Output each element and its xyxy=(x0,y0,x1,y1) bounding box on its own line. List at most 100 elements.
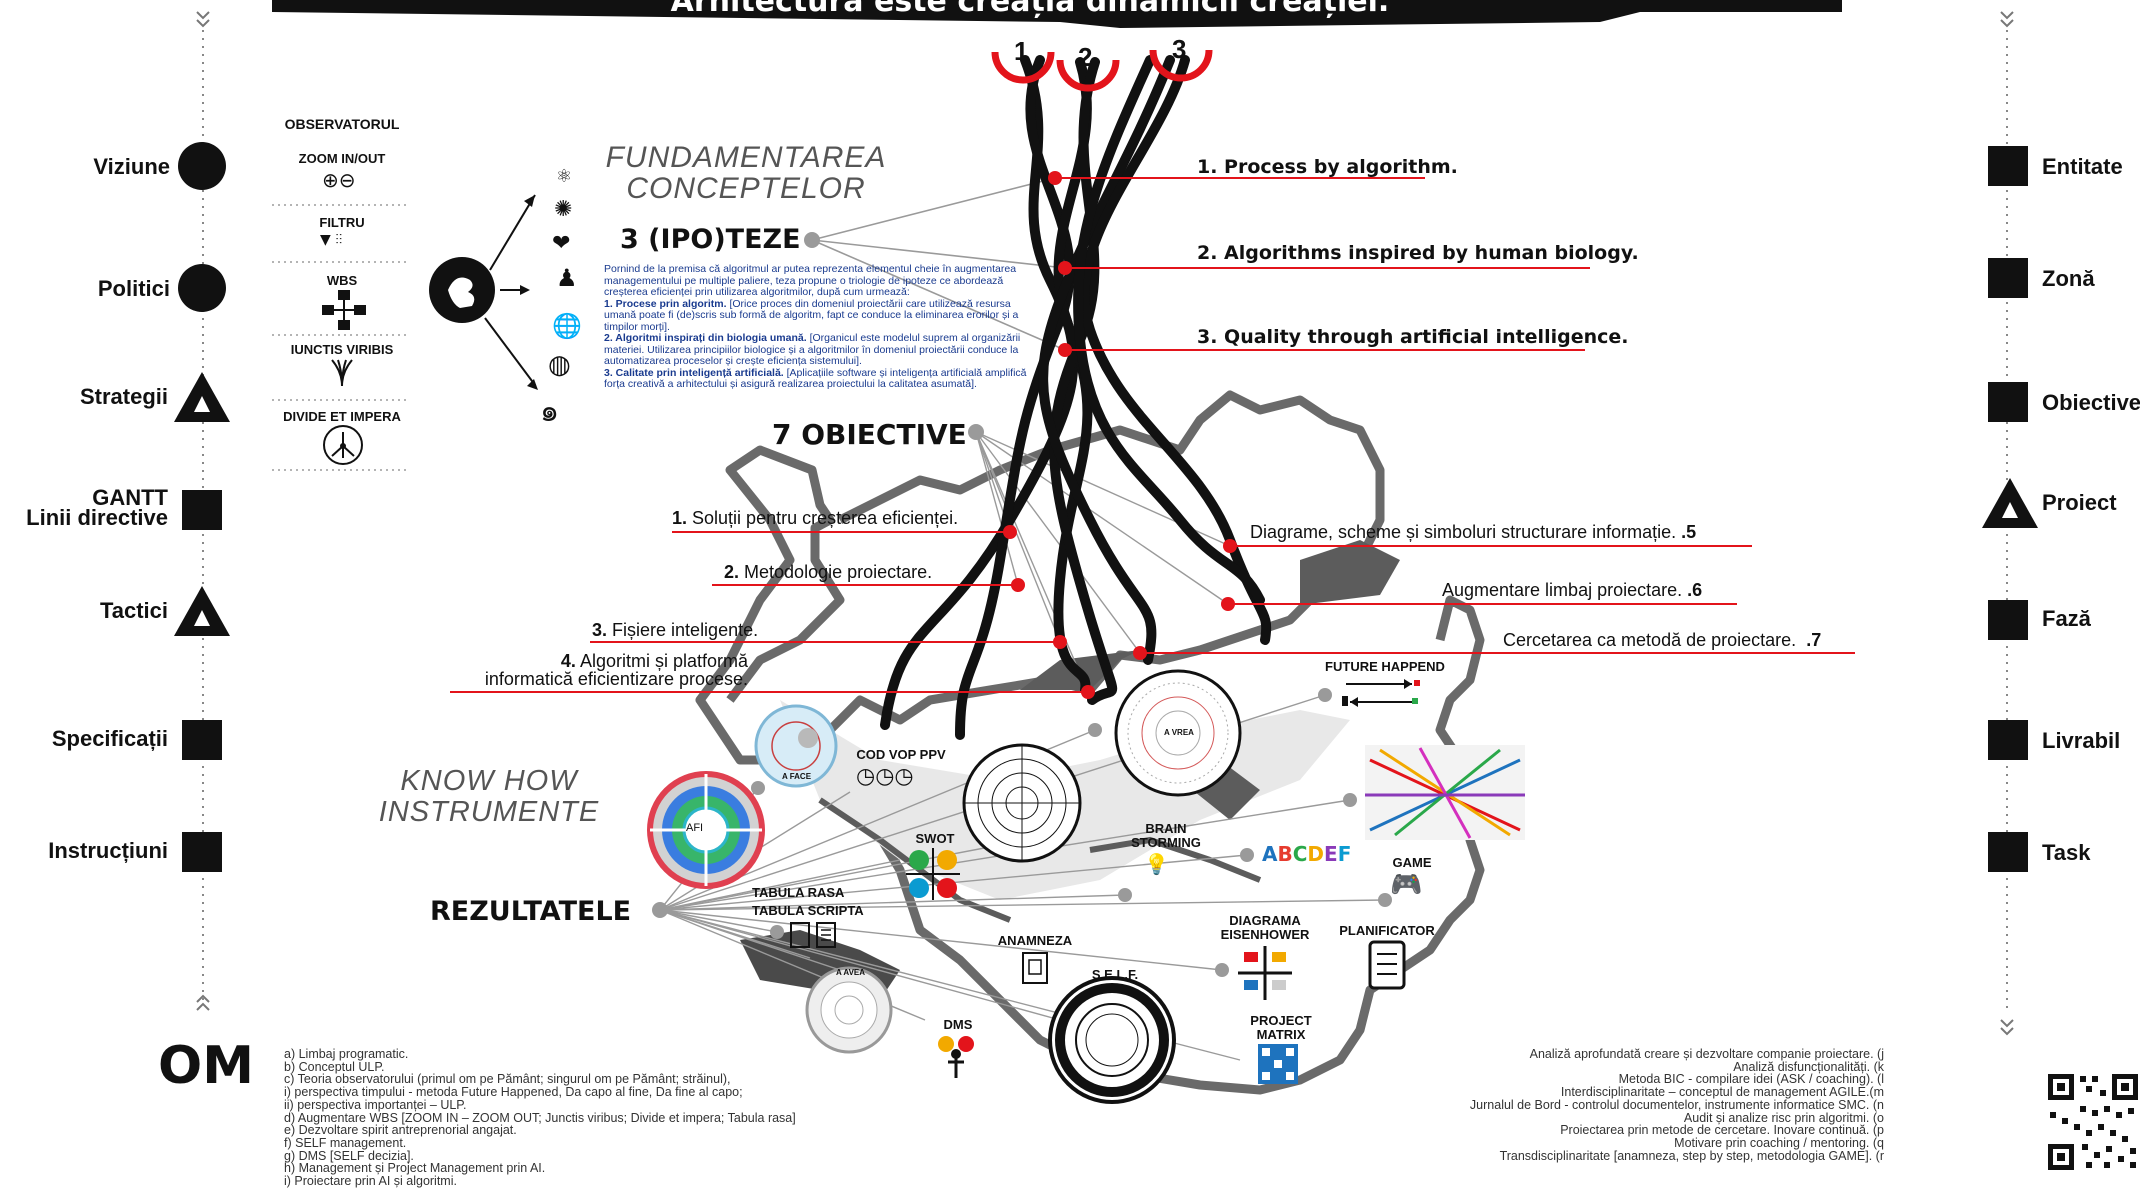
triangle-icon[interactable] xyxy=(172,370,232,429)
left-nav-label-instructiuni[interactable]: Instrucțiuni xyxy=(48,838,168,863)
hypothesis-connectors xyxy=(811,177,1066,351)
right-nav-label-proiect[interactable]: Proiect xyxy=(2042,490,2117,515)
virus-icon: ✺ xyxy=(554,196,573,221)
eisenhower-label: DIAGRAMA EISENHOWER xyxy=(1220,913,1310,942)
anamneza-label: ANAMNEZA xyxy=(997,933,1073,948)
square-icon[interactable] xyxy=(182,720,222,760)
right-nav-label-obiective[interactable]: Obiective xyxy=(2042,390,2140,415)
heart-icon: ❤ xyxy=(552,230,571,255)
triangle-icon[interactable] xyxy=(172,584,232,643)
left-nav-label-tactici[interactable]: Tactici xyxy=(99,598,168,623)
swot-label: SWOT xyxy=(915,831,955,846)
hypothesis-1: 1. Process by algorithm. xyxy=(1197,156,1458,178)
divide-icon[interactable] xyxy=(322,424,364,471)
square-icon[interactable] xyxy=(1988,382,2028,422)
square-icon[interactable] xyxy=(1988,146,2028,186)
banner-title: Arhitectura este creația dinamicii creaț… xyxy=(670,0,1390,19)
left-nav-label-viziune[interactable]: Viziune xyxy=(93,154,170,179)
planner-icon xyxy=(1368,940,1406,995)
tool-filter-label: FILTRU xyxy=(319,215,365,230)
self-wheel xyxy=(1048,976,1176,1104)
qr-code-icon[interactable] xyxy=(2046,1072,2140,1177)
left-nav-label-strategii[interactable]: Strategii xyxy=(79,384,168,409)
right-nav-label-faza[interactable]: Fază xyxy=(2042,606,2091,631)
dms-label: DMS xyxy=(943,1017,973,1032)
red-nodes xyxy=(1003,171,1237,699)
right-nav-label-task[interactable]: Task xyxy=(2042,840,2091,865)
clock-icon: ◷◷◷ xyxy=(856,764,914,789)
swot-icon xyxy=(906,848,960,905)
tabula-rasa-label: TABULA RASA xyxy=(752,885,845,900)
document-icon xyxy=(1022,952,1048,989)
square-icon[interactable] xyxy=(182,490,222,530)
self-label: S.E.L.F. xyxy=(1091,967,1139,982)
abcdef-label: ABCDEF xyxy=(1262,842,1352,866)
filter-icon[interactable]: ▼ ⫶⫶ xyxy=(320,232,343,248)
lightbulb-icon: 💡 xyxy=(1144,854,1169,876)
circle-icon[interactable] xyxy=(178,264,226,312)
square-icon[interactable] xyxy=(1988,600,2028,640)
project-matrix-label: PROJECT MATRIX xyxy=(1250,1013,1312,1042)
tool-divide-label: DIVIDE ET IMPERA xyxy=(283,409,401,424)
atom-icon: ⚛ xyxy=(556,166,573,186)
planificator-label: PLANIFICATOR xyxy=(1339,923,1435,938)
notes-left: a) Limbaj programatic. b) Conceptul ULP.… xyxy=(284,1047,796,1189)
knowhow-heading: KNOW HOW INSTRUMENTE xyxy=(378,765,600,828)
dms-icon xyxy=(936,1034,978,1085)
objective-2: 2. Metodologie proiectare. xyxy=(724,562,933,582)
red-underlines xyxy=(450,177,1855,693)
galaxy-icon: ๑ xyxy=(540,394,560,429)
avrea-label: A VREA xyxy=(1164,728,1194,737)
afi-wheel xyxy=(647,771,765,889)
objective-3: 3. Fișiere inteligente. xyxy=(592,620,759,640)
left-nav-label-politici[interactable]: Politici xyxy=(97,276,170,301)
matrix-icon xyxy=(1258,1044,1298,1089)
zoom-icon[interactable]: ⊕⊖ xyxy=(322,168,356,192)
circle-icon[interactable] xyxy=(178,142,226,190)
aavea-disc xyxy=(805,966,893,1054)
future-label: FUTURE HAPPEND xyxy=(1325,659,1445,674)
aface-label: A FACE xyxy=(782,772,812,781)
observer-separators xyxy=(272,204,410,471)
planet-icon: ◍ xyxy=(548,350,571,380)
person-icon: ♟ xyxy=(556,265,578,292)
triangle-icon[interactable] xyxy=(1980,476,2040,535)
right-nav-label-livrabil[interactable]: Livrabil xyxy=(2042,728,2121,753)
square-icon[interactable] xyxy=(1988,832,2028,872)
root-label-2: 2 xyxy=(1078,42,1093,72)
objective-5: Diagrame, scheme și simboluri structurar… xyxy=(1250,522,1697,542)
root-label-3: 3 xyxy=(1172,34,1187,64)
gamepad-icon: 🎮 xyxy=(1390,870,1423,900)
merge-icon[interactable] xyxy=(330,358,354,393)
tool-zoom-label: ZOOM IN/OUT xyxy=(298,151,386,166)
aface-disc xyxy=(754,704,838,788)
square-icon[interactable] xyxy=(1988,720,2028,760)
objective-6: Augmentare limbaj proiectare. .6 xyxy=(1442,580,1703,600)
observer-title: OBSERVATORUL xyxy=(284,116,400,132)
brainstorming-label: BRAIN STORMING xyxy=(1131,821,1201,850)
left-nav-label-specificatii[interactable]: Specificații xyxy=(51,726,168,751)
right-nav-label-entitate[interactable]: Entitate xyxy=(2042,154,2123,179)
root-arches xyxy=(991,49,1213,92)
objective-7: Cercetarea ca metodă de proiectare. .7 xyxy=(1503,630,1822,650)
eisenhower-icon xyxy=(1238,946,1292,1005)
hypothesis-2: 2. Algorithms inspired by human biology. xyxy=(1197,242,1639,264)
future-icon xyxy=(1342,676,1422,715)
square-icon[interactable] xyxy=(182,832,222,872)
wbs-icon[interactable] xyxy=(322,290,366,335)
notes-right: Analiză aprofundată creare și dezvoltare… xyxy=(1469,1047,1884,1163)
tool-iunctis-label: IUNCTIS VIRIBIS xyxy=(290,342,394,357)
square-icon[interactable] xyxy=(1988,258,2028,298)
objectives-heading: 7 OBIECTIVE xyxy=(772,418,967,451)
afi-label: AFI xyxy=(686,822,704,834)
avrea-disc xyxy=(1114,669,1242,797)
tool-wbs-label: WBS xyxy=(326,273,358,288)
data-viz-block xyxy=(1365,745,1525,840)
observer-figure xyxy=(429,194,538,390)
right-nav-label-zona[interactable]: Zonă xyxy=(2042,266,2095,291)
globe-icon: 🌐 xyxy=(552,312,582,340)
ipoteze-heading: 3 (IPO)TEZE xyxy=(620,224,801,255)
cod-label: COD VOP PPV xyxy=(856,747,946,762)
